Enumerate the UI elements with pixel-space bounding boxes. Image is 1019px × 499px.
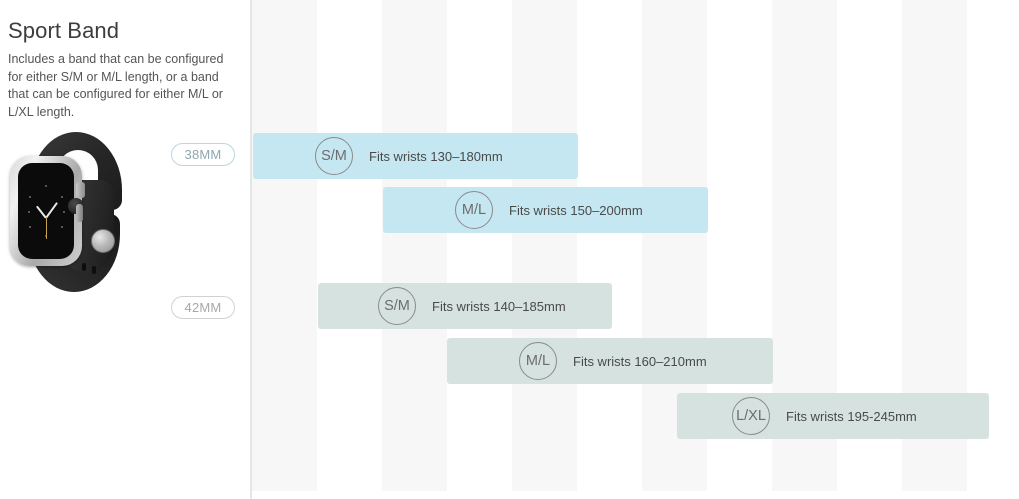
size-circle-badge: S/M: [315, 137, 353, 175]
fit-range-bar[interactable]: S/M Fits wrists 140–185mm: [318, 283, 612, 329]
fit-range-bar[interactable]: M/L Fits wrists 150–200mm: [383, 187, 708, 233]
page-title: Sport Band: [8, 18, 120, 43]
size-circle-badge: S/M: [378, 287, 416, 325]
fit-range-bar[interactable]: M/L Fits wrists 160–210mm: [447, 338, 773, 384]
watch-band-pin-icon: [91, 229, 115, 253]
fit-range-label: Fits wrists 195-245mm: [786, 408, 917, 424]
size-badge-38mm: 38MM: [171, 143, 235, 166]
size-circle-badge: M/L: [519, 342, 557, 380]
size-badge-42mm: 42MM: [171, 296, 235, 319]
apple-watch-product-image: [6, 132, 138, 292]
chart-gridline-band: [382, 0, 447, 491]
watch-band-slot: [92, 266, 96, 274]
fit-range-label: Fits wrists 130–180mm: [369, 148, 503, 164]
size-circle-badge: L/XL: [732, 397, 770, 435]
watch-second-hand: [45, 217, 47, 239]
page-description: Includes a band that can be configured f…: [8, 52, 224, 119]
chart-gridline-band: [252, 0, 317, 491]
watch-band-slot: [82, 263, 86, 271]
fit-range-bar[interactable]: L/XL Fits wrists 195-245mm: [677, 393, 989, 439]
size-circle-badge: M/L: [455, 191, 493, 229]
fit-range-bar[interactable]: S/M Fits wrists 130–180mm: [253, 133, 578, 179]
watch-side-button: [76, 204, 83, 222]
fit-range-label: Fits wrists 160–210mm: [573, 353, 707, 369]
info-column: Sport Band Includes a band that can be c…: [0, 0, 250, 499]
chart-gridline-band: [512, 0, 577, 491]
watch-digital-crown: [76, 182, 85, 198]
fit-range-label: Fits wrists 140–185mm: [432, 298, 566, 314]
chart-left-divider: [250, 0, 252, 499]
watch-screen: [18, 163, 74, 259]
fit-range-label: Fits wrists 150–200mm: [509, 202, 643, 218]
